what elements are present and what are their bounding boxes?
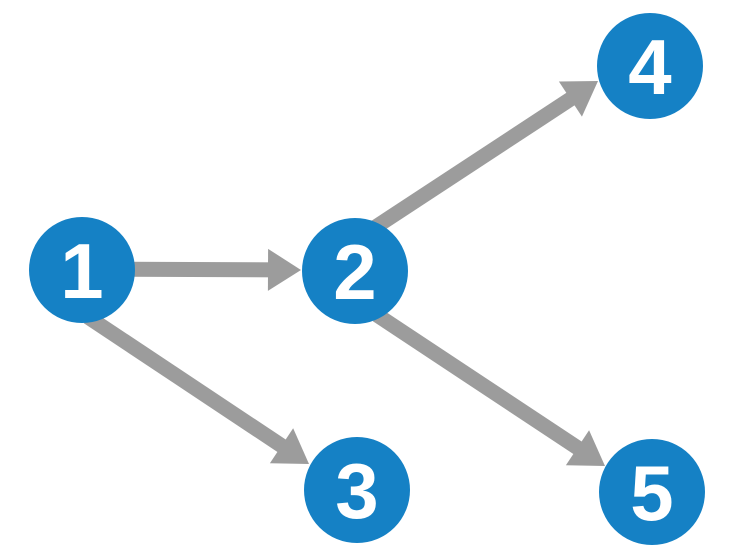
node-circle-4 xyxy=(597,13,703,119)
edge-shaft-2-5 xyxy=(372,308,592,461)
node-label-3: 3 xyxy=(335,447,378,535)
node-label-1: 1 xyxy=(60,227,103,315)
arrowhead-icon xyxy=(269,428,309,464)
edges-layer xyxy=(81,81,605,466)
node-4: 4 xyxy=(597,13,703,119)
arrowhead-icon xyxy=(565,430,605,466)
node-label-5: 5 xyxy=(630,449,673,537)
edge-2-5 xyxy=(372,308,605,466)
node-circle-3 xyxy=(304,437,410,543)
arrowhead-icon xyxy=(267,248,301,291)
node-3: 3 xyxy=(304,437,410,543)
node-1: 1 xyxy=(29,217,135,323)
node-label-2: 2 xyxy=(333,228,376,316)
node-circle-2 xyxy=(302,218,408,324)
nodes-layer: 1 2 3 4 5 xyxy=(29,13,705,545)
node-2: 2 xyxy=(302,218,408,324)
edge-2-4 xyxy=(363,81,598,239)
edge-shaft-1-3 xyxy=(83,310,296,459)
arrowhead-icon xyxy=(558,81,598,117)
node-5: 5 xyxy=(599,439,705,545)
edge-1-3 xyxy=(83,310,309,464)
node-circle-1 xyxy=(29,217,135,323)
node-label-4: 4 xyxy=(628,23,671,111)
edge-shaft-2-4 xyxy=(363,86,585,239)
node-circle-5 xyxy=(599,439,705,545)
